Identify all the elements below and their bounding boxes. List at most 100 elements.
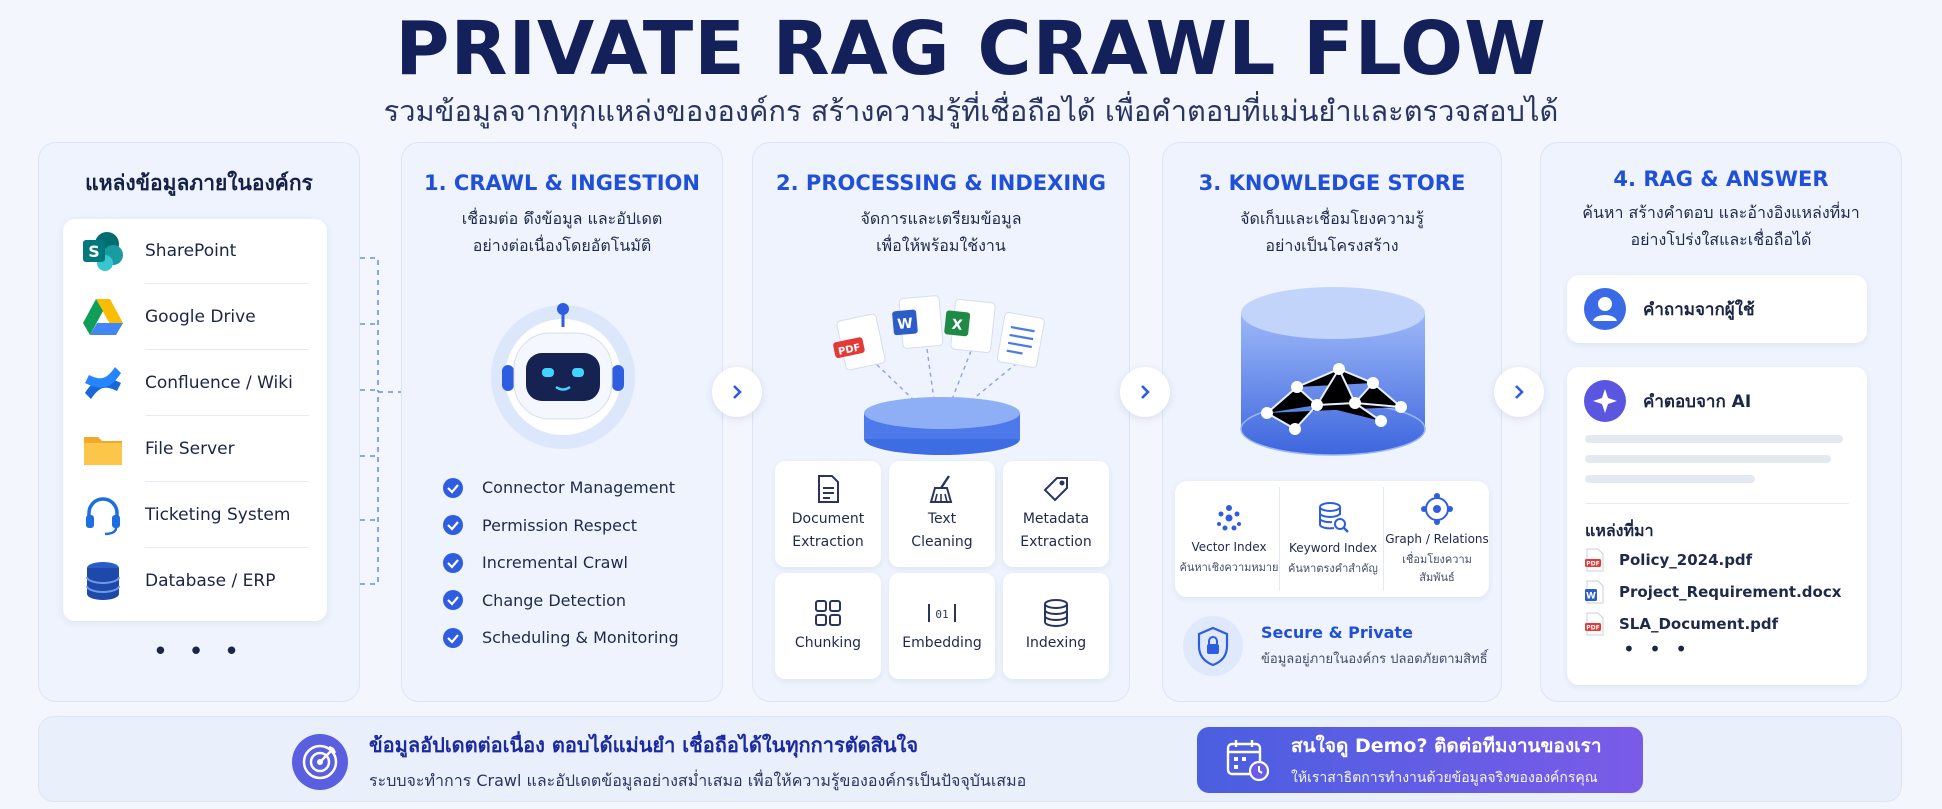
processing-desc: จัดการและเตรียมข้อมูล เพื่อให้พร้อมใช้งา…	[753, 205, 1129, 259]
index-desc: ค้นหาเชิงความหมาย	[1179, 561, 1279, 574]
word-badge: W	[897, 316, 914, 333]
processing-panel: 2. PROCESSING & INDEXING จัดการและเตรียม…	[752, 142, 1130, 702]
check-icon	[443, 627, 463, 648]
source-label: Confluence / Wiki	[145, 373, 293, 393]
source-label: File Server	[145, 439, 235, 459]
crawl-desc-line: เชื่อมต่อ ดึงข้อมูล และอัปเดต	[461, 209, 663, 228]
knowledge-store-panel: 3. KNOWLEDGE STORE จัดเก็บและเชื่อมโยงคว…	[1162, 142, 1502, 702]
shield-lock-icon	[1183, 616, 1243, 676]
crawl-feature-label: Scheduling & Monitoring	[482, 628, 679, 648]
source-item-sharepoint[interactable]: S SharePoint	[81, 219, 309, 283]
user-question-label: คำถามจากผู้ใช้	[1643, 299, 1755, 320]
tile-label: Embedding	[902, 634, 982, 651]
footer-desc: ระบบจะทำการ Crawl และอัปเดตข้อมูลอย่างสม…	[369, 771, 1027, 790]
source-file-name: Project_Requirement.docx	[1619, 583, 1842, 601]
tile-document-extraction: Document Extraction	[775, 461, 881, 567]
source-file[interactable]: W Project_Requirement.docx	[1585, 579, 1841, 605]
store-desc-line: อย่างเป็นโครงสร้าง	[1265, 236, 1399, 255]
crawl-title: 1. CRAWL & INGESTION	[424, 171, 700, 195]
tile-indexing: Indexing	[1003, 573, 1109, 679]
processing-title: 2. PROCESSING & INDEXING	[776, 171, 1106, 195]
demo-contact-button[interactable]: สนใจดู Demo? ติดต่อทีมงานของเรา ให้เราสา…	[1197, 727, 1643, 793]
crawl-desc-line: อย่างต่อเนื่องโดยอัตโนมัติ	[472, 236, 652, 255]
index-desc: ค้นหาตรงคำสำคัญ	[1288, 562, 1378, 575]
source-item-file-server[interactable]: File Server	[81, 417, 309, 481]
ai-answer-card: คำตอบจาก AI แหล่งที่มา PDF Policy_2024.p…	[1567, 367, 1867, 685]
crawl-feature-label: Connector Management	[482, 478, 676, 498]
rag-desc-line: อย่างโปร่งใสและเชื่อถือได้	[1630, 230, 1812, 249]
tile-label: Indexing	[1025, 634, 1087, 651]
tile-label: Cleaning	[911, 534, 973, 550]
source-file-name: SLA_Document.pdf	[1619, 615, 1779, 633]
rag-desc: ค้นหา สร้างคำตอบ และอ้างอิงแหล่งที่มา อย…	[1541, 199, 1901, 253]
demo-title: สนใจดู Demo? ติดต่อทีมงานของเรา	[1291, 735, 1602, 757]
source-file[interactable]: PDF Policy_2024.pdf	[1585, 547, 1752, 573]
vector-dots-icon	[1217, 505, 1241, 531]
source-item-google-drive[interactable]: Google Drive	[81, 285, 309, 349]
flow-arrow-1	[712, 367, 762, 417]
source-label: Ticketing System	[145, 505, 291, 525]
footer-title: ข้อมูลอัปเดตต่อเนื่อง ตอบได้แม่นยำ เชื่อ…	[369, 733, 919, 757]
rag-title: 4. RAG & ANSWER	[1613, 167, 1829, 191]
sources-title: แหล่งที่มา	[1585, 521, 1654, 540]
graph-index: Graph / Relations เชื่อมโยงความสัมพันธ์	[1385, 481, 1489, 597]
crawl-feature: Connector Management	[442, 469, 679, 507]
source-label: SharePoint	[145, 241, 237, 261]
knowledge-graph-database-icon	[1240, 287, 1426, 456]
headset-icon	[86, 497, 120, 536]
crawl-feature-label: Incremental Crawl	[482, 553, 628, 573]
source-file[interactable]: PDF SLA_Document.pdf	[1585, 611, 1778, 637]
keyword-index: Keyword Index ค้นหาตรงคำสำคัญ	[1281, 481, 1385, 597]
pdf-file-badge: PDF	[1586, 561, 1599, 568]
tile-label: Extraction	[1020, 534, 1092, 550]
pdf-badge: PDF	[837, 342, 861, 357]
user-question-card[interactable]: คำถามจากผู้ใช้	[1567, 275, 1867, 343]
processing-desc-line: จัดการและเตรียมข้อมูล	[860, 209, 1022, 228]
source-item-ticketing[interactable]: Ticketing System	[81, 483, 309, 547]
sparkle-icon	[1584, 380, 1626, 422]
pdf-file-icon: PDF	[1585, 612, 1604, 636]
check-icon	[443, 515, 463, 536]
tile-metadata-extraction: Metadata Extraction	[1003, 461, 1109, 567]
database-icon	[86, 562, 120, 600]
confluence-icon	[85, 367, 121, 399]
source-label: Google Drive	[145, 307, 256, 327]
tile-label: Chunking	[794, 634, 862, 651]
grid-icon	[815, 599, 841, 626]
tile-label: Metadata	[1022, 511, 1090, 527]
source-item-database[interactable]: Database / ERP	[81, 549, 309, 613]
sources-panel: แหล่งข้อมูลภายในองค์กร S SharePoint Goog…	[38, 142, 360, 702]
secure-title: Secure & Private	[1261, 623, 1413, 642]
chevron-right-icon	[1515, 385, 1524, 399]
store-title: 3. KNOWLEDGE STORE	[1198, 171, 1466, 195]
document-icon	[818, 475, 839, 503]
footer-bar: ข้อมูลอัปเดตต่อเนื่อง ตอบได้แม่นยำ เชื่อ…	[38, 716, 1902, 802]
index-label: Graph / Relations	[1385, 532, 1489, 546]
crawl-feature: Change Detection	[442, 582, 679, 620]
demo-desc: ให้เราสาธิตการทำงานด้วยข้อมูลจริงขององค์…	[1291, 770, 1598, 786]
robot-icon	[491, 303, 635, 449]
documents-to-index-illustration: PDF W X	[833, 295, 1045, 455]
database-search-icon	[1319, 502, 1349, 533]
folder-icon	[84, 437, 122, 465]
check-icon	[443, 477, 463, 498]
crawl-feature: Permission Respect	[442, 507, 679, 545]
pdf-icon: PDF	[833, 313, 886, 371]
flow-arrow-2	[1120, 367, 1170, 417]
word-file-badge: W	[1586, 592, 1596, 602]
store-desc: จัดเก็บและเชื่อมโยงความรู้ อย่างเป็นโครง…	[1163, 205, 1501, 259]
tile-label: Text	[927, 511, 957, 527]
footer-message: ข้อมูลอัปเดตต่อเนื่อง ตอบได้แม่นยำ เชื่อ…	[291, 729, 1026, 794]
svg-text:01: 01	[935, 608, 948, 621]
crawl-panel: 1. CRAWL & INGESTION เชื่อมต่อ ดึงข้อมูล…	[401, 142, 723, 702]
crawl-feature-label: Change Detection	[482, 590, 627, 610]
calendar-clock-icon	[1226, 740, 1270, 782]
text-doc-icon	[996, 312, 1045, 368]
store-desc-line: จัดเก็บและเชื่อมโยงความรู้	[1240, 209, 1424, 228]
source-item-confluence[interactable]: Confluence / Wiki	[81, 351, 309, 415]
check-icon	[443, 590, 463, 611]
index-types-card: Vector Index ค้นหาเชิงความหมาย Keyword I…	[1175, 481, 1489, 597]
tag-icon	[1043, 477, 1068, 502]
tile-chunking: Chunking	[775, 573, 881, 679]
google-drive-icon	[83, 299, 123, 335]
